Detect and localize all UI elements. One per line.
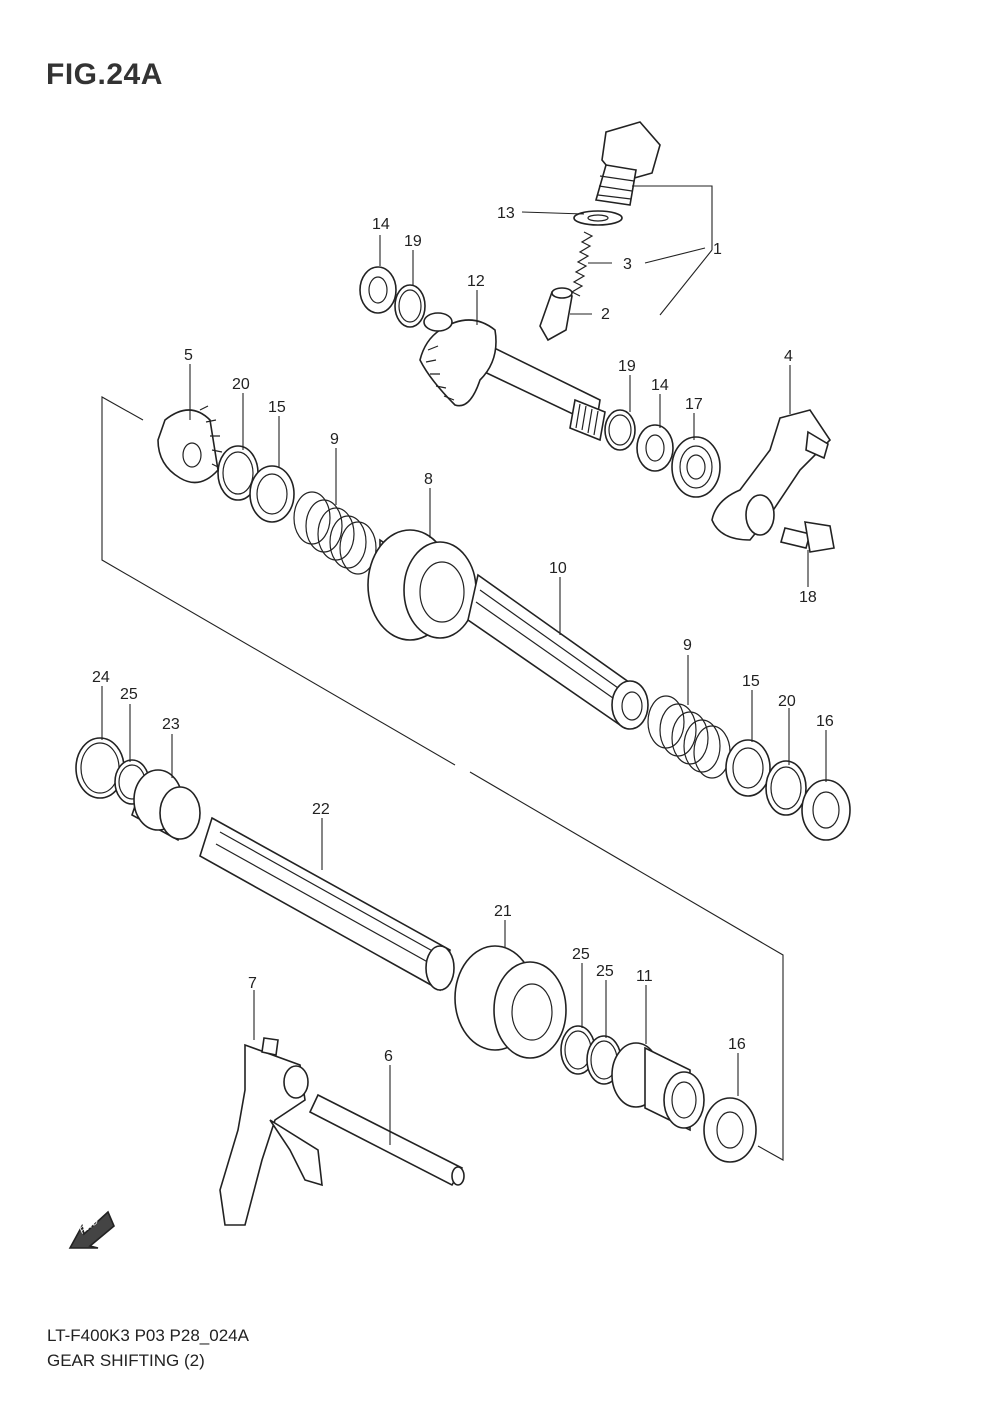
callout-15-upper: 15 [268, 399, 286, 416]
washer-15-upper [249, 465, 295, 523]
spring-9-lower [647, 695, 731, 779]
cam-8 [367, 529, 477, 641]
callout-18: 18 [799, 589, 817, 606]
callout-10: 10 [549, 560, 567, 577]
callout-12: 12 [467, 273, 485, 290]
shift-arm-4 [711, 409, 832, 541]
bolt-plug [594, 121, 661, 206]
fork-rod-6 [308, 1093, 465, 1187]
callout-16-upper: 16 [816, 713, 834, 730]
callout-25-right: 25 [596, 963, 614, 980]
gear-5 [157, 405, 223, 484]
shift-shaft-12 [419, 312, 606, 442]
cam-21 [454, 945, 567, 1059]
callout-15-lower: 15 [742, 673, 760, 690]
callout-labels: 1 2 3 4 5 6 7 8 9 9 10 11 12 13 14 14 15… [92, 205, 834, 1065]
pin-2 [539, 287, 573, 342]
callout-21: 21 [494, 903, 512, 920]
fwd-arrow-icon: FWD [68, 1210, 115, 1249]
bushing-23 [131, 769, 201, 842]
callout-23: 23 [162, 716, 180, 733]
shaft-10 [467, 573, 649, 730]
callout-1: 1 [713, 241, 722, 258]
callout-8: 8 [424, 471, 433, 488]
bearing-17 [671, 436, 721, 498]
callout-25-left: 25 [120, 686, 138, 703]
callout-5: 5 [184, 347, 193, 364]
callout-2: 2 [601, 306, 610, 323]
bolt-18 [780, 521, 835, 553]
callout-4: 4 [784, 348, 793, 365]
callout-7: 7 [248, 975, 257, 992]
shift-fork-7 [219, 1037, 323, 1226]
callout-6: 6 [384, 1048, 393, 1065]
snap-ring-19-upper [394, 284, 426, 328]
callout-14-upper: 14 [372, 216, 390, 233]
callout-13: 13 [497, 205, 515, 222]
spring-3 [570, 231, 594, 297]
washer-15-lower [725, 739, 771, 797]
spring-9-upper [293, 491, 377, 575]
callout-20-lower: 20 [778, 693, 796, 710]
snap-ring-20-lower [765, 760, 807, 816]
washer-16-upper [801, 779, 851, 841]
washer-14-upper [359, 266, 397, 314]
assembly-frame [101, 396, 784, 1161]
drawing-caption: GEAR SHIFTING (2) [47, 1351, 205, 1370]
shaft-22 [199, 816, 455, 992]
callout-22: 22 [312, 801, 330, 818]
callout-20-upper: 20 [232, 376, 250, 393]
washer-14-right [636, 424, 674, 472]
callout-17: 17 [685, 396, 703, 413]
leader-lines [101, 185, 827, 1145]
callout-11: 11 [636, 968, 653, 985]
callout-19-right: 19 [618, 358, 636, 375]
callout-9-upper: 9 [330, 431, 339, 448]
drawing-code: LT-F400K3 P03 P28_024A [47, 1326, 249, 1345]
callout-3: 3 [623, 256, 632, 273]
washer-13 [573, 210, 623, 226]
figure-title: FIG.24A [46, 58, 163, 91]
callout-19-upper: 19 [404, 233, 422, 250]
washer-16-lower [703, 1097, 757, 1163]
callout-24: 24 [92, 669, 110, 686]
bushing-11 [611, 1042, 705, 1132]
callout-16-lower: 16 [728, 1036, 746, 1053]
snap-ring-19-right [604, 409, 636, 451]
callout-25-mid: 25 [572, 946, 590, 963]
callout-14-right: 14 [651, 377, 669, 394]
callout-9-lower: 9 [683, 637, 692, 654]
